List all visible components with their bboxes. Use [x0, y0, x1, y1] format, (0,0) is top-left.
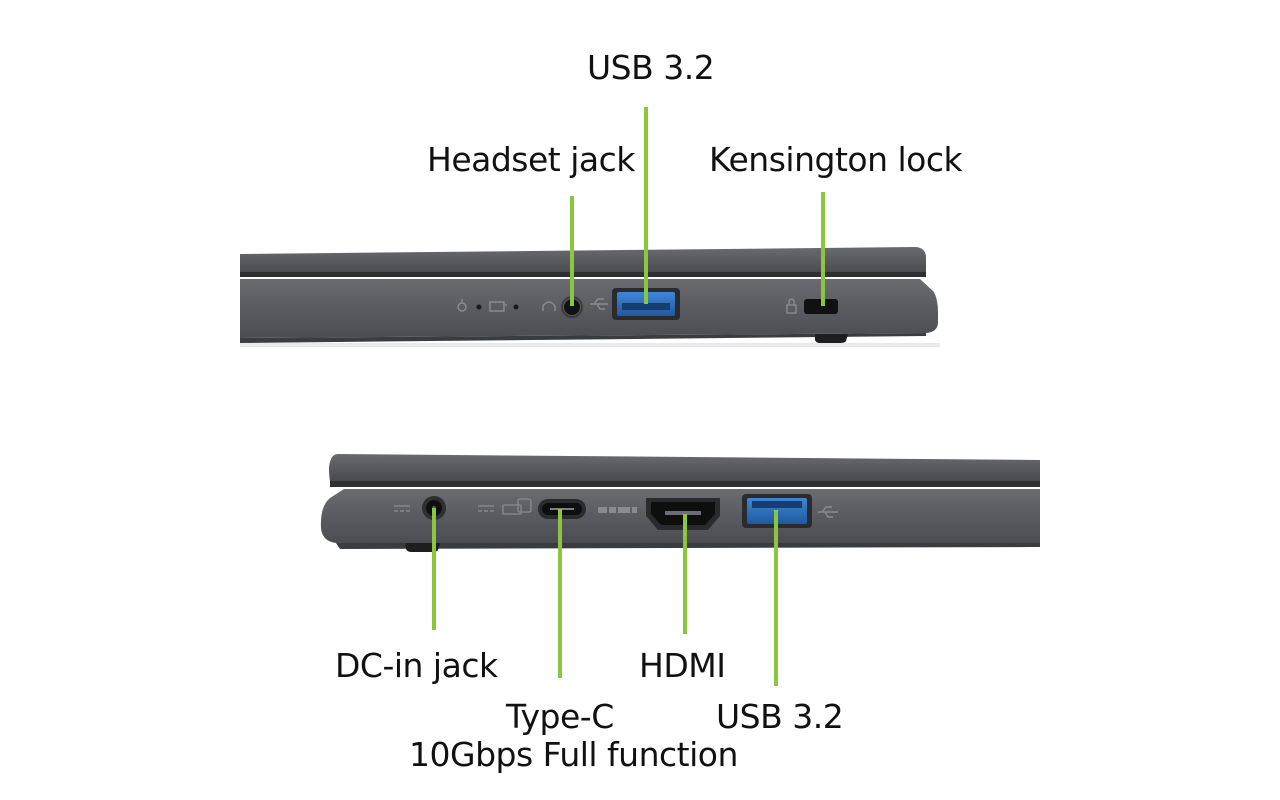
- leader-usb-bottom: [774, 510, 778, 686]
- leader-usb-top: [644, 107, 648, 304]
- leader-headset: [570, 196, 574, 306]
- headset-jack: [564, 299, 580, 315]
- power-led-icon: [457, 299, 467, 312]
- headset-icon: [542, 301, 556, 311]
- usb-c-logo-icon: [502, 498, 532, 515]
- usb-symbol-icon: [818, 506, 838, 518]
- laptop-right-side: [240, 247, 940, 347]
- laptop-left-side: [320, 454, 1041, 552]
- lock-icon: [786, 298, 797, 314]
- battery-led-icon: [489, 301, 507, 312]
- kensington-slot: [804, 299, 838, 314]
- label-headset-jack: Headset jack: [427, 140, 635, 179]
- type-c-port: [538, 499, 586, 519]
- label-type-c: Type-C: [506, 697, 614, 736]
- label-dc-in-jack: DC-in jack: [335, 646, 498, 685]
- power-delivery-icon: [478, 505, 494, 512]
- power-led: [476, 304, 482, 310]
- label-kensington-lock: Kensington lock: [709, 140, 963, 179]
- label-type-c-speed: 10Gbps Full function: [409, 735, 738, 774]
- label-usb-top: USB 3.2: [587, 48, 715, 87]
- hdmi-logo-icon: [598, 507, 637, 513]
- usb-symbol-icon: [590, 298, 608, 310]
- label-hdmi: HDMI: [639, 646, 726, 685]
- leader-hdmi: [683, 514, 687, 634]
- dc-in-icon: [394, 505, 410, 512]
- battery-led: [513, 304, 519, 310]
- label-usb-bottom: USB 3.2: [716, 697, 844, 736]
- leader-dc-in: [432, 508, 436, 630]
- leader-type-c: [558, 509, 562, 678]
- usb-a-port-top: [612, 288, 680, 320]
- leader-kensington: [821, 192, 825, 306]
